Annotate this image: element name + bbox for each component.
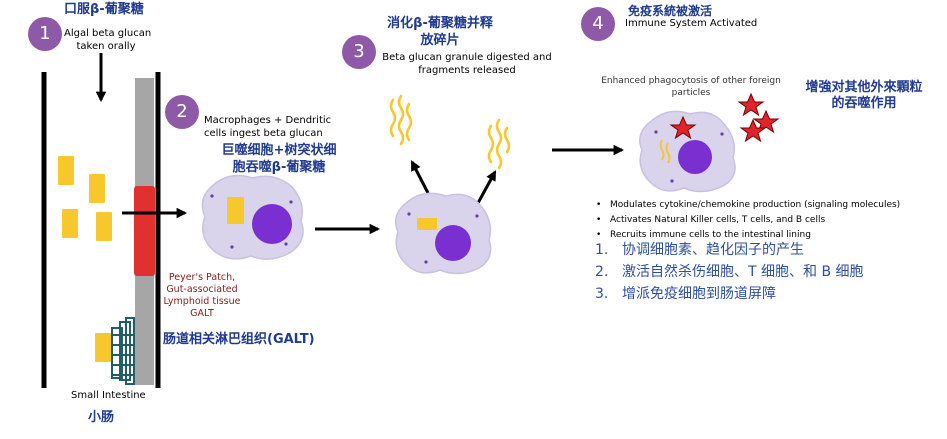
- enhanced-phagocytosis-cn: 增強对其他外來顆粒 的吞噬作用: [794, 80, 934, 112]
- enhanced-cn-line-1: 增強对其他外來顆粒: [805, 80, 923, 95]
- step-4-title-cn: 免疫系統被激活: [628, 4, 713, 18]
- glucan-fragments-icon: [389, 94, 511, 170]
- villi-icon: [111, 317, 135, 385]
- enhanced-cn-line-2: 的吞噬作用: [831, 96, 897, 111]
- modulation-item: Recruits immune cells to the intestinal …: [596, 228, 900, 243]
- foreign-particle-stars-icon: [669, 92, 780, 143]
- modulation-list-cn: 1.协调细胞素、趋化因子的产生 2.激活自然杀伤细胞、T 细胞、和 B 细胞 3…: [595, 239, 864, 305]
- glucan-particles: [58, 156, 112, 362]
- peyer-line-1: Peyer's Patch,: [168, 272, 236, 283]
- peyer-line-4: GALT: [190, 308, 214, 319]
- peyer-line-2: Gut-associated: [166, 284, 238, 295]
- peyers-patch-label: Peyer's Patch, Gut-associated Lymphoid t…: [161, 272, 243, 320]
- step-1-badge: 1: [28, 17, 62, 51]
- step-2-badge: 2: [165, 95, 199, 129]
- macrophage-cell-2: [394, 192, 492, 275]
- peyers-patch-red: [134, 186, 155, 276]
- step-2-description-cn: 巨噬细胞+树突状细 胞吞噬β-葡聚糖: [201, 142, 357, 176]
- enhanced-phagocytosis-text: Enhanced phagocytosis of other foreign p…: [592, 75, 790, 99]
- step-3-description: Beta glucan granule digested and fragmen…: [378, 51, 556, 77]
- step-1-title-cn: 口服β-葡聚糖: [64, 2, 144, 17]
- modulation-item-cn: 1.协调细胞素、趋化因子的产生: [595, 242, 804, 258]
- modulation-item: Activates Natural Killer cells, T cells,…: [596, 213, 900, 228]
- step-1-line-2: taken orally: [76, 41, 136, 52]
- macrophage-cell-1: [201, 174, 304, 260]
- step-2-cn-line-1: 巨噬细胞+树突状细: [221, 143, 337, 158]
- step-3-cn-line-2: 放碎片: [420, 33, 460, 48]
- step-3-cn-line-1: 消化β-葡聚糖并释: [387, 16, 493, 31]
- step-1-description: Algal beta glucan taken orally: [64, 27, 152, 53]
- small-intestine-label-cn: 小肠: [88, 410, 115, 425]
- enhanced-line-1: Enhanced phagocytosis of other foreign: [601, 76, 781, 86]
- small-intestine-label: Small Intestine: [71, 390, 146, 401]
- enhanced-line-2: particles: [671, 88, 711, 98]
- step-2-description: Macrophages + Dendritic cells ingest bet…: [204, 114, 331, 140]
- macrophage-cell-activated: [639, 110, 736, 193]
- galt-label-cn: 肠道相关淋巴组织(GALT): [163, 332, 315, 347]
- step-1-line-1: Algal beta glucan: [64, 28, 152, 39]
- step-4-badge: 4: [581, 7, 615, 41]
- step-2-line-2: cells ingest beta glucan: [204, 128, 323, 139]
- step-3-line-1: Beta glucan granule digested and: [382, 52, 552, 63]
- step-2-cn-line-2: 胞吞噬β-葡聚糖: [232, 160, 326, 175]
- modulation-item-cn: 3.增派免疫细胞到肠道屏障: [595, 286, 776, 302]
- modulation-list: Modulates cytokine/chemokine production …: [596, 198, 900, 243]
- modulation-item: Modulates cytokine/chemokine production …: [596, 198, 900, 213]
- step-3-description-cn: 消化β-葡聚糖并释 放碎片: [379, 15, 501, 49]
- step-4-title-en: Immune System Activated: [625, 18, 758, 29]
- step-2-line-1: Macrophages + Dendritic: [204, 115, 332, 126]
- arrow-fragment-up-left: [410, 160, 430, 194]
- modulation-item-cn: 2.激活自然杀伤细胞、T 细胞、和 B 细胞: [595, 264, 864, 280]
- arrow-fragment-up-right: [476, 170, 497, 204]
- peyer-line-3: Lymphoid tissue: [163, 296, 241, 307]
- step-3-line-2: fragments released: [418, 65, 516, 76]
- step-3-badge: 3: [342, 35, 376, 69]
